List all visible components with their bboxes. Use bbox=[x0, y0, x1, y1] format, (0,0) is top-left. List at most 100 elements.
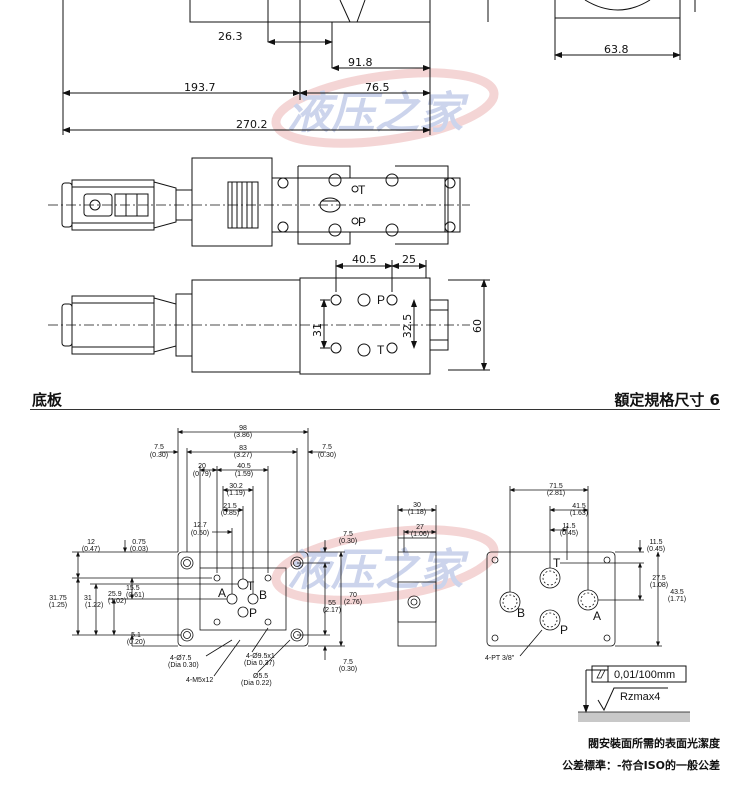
svg-text:B: B bbox=[517, 606, 525, 620]
svg-text:5.1: 5.1 bbox=[131, 632, 141, 639]
valve-side-view bbox=[48, 260, 490, 375]
svg-text:(1.18): (1.18) bbox=[408, 509, 426, 516]
svg-text:(2.81): (2.81) bbox=[547, 490, 565, 497]
subplate-rear-labels: 71.5 (2.81) 41.5 (1.63) 11.5 (0.45) 11.5… bbox=[485, 483, 686, 662]
svg-text:(0.61): (0.61) bbox=[126, 592, 144, 599]
svg-text:4-PT 3/8": 4-PT 3/8" bbox=[485, 655, 515, 662]
note-mounting-surface: 閥安裝面所需的表面光潔度 bbox=[588, 737, 720, 750]
svg-text:12: 12 bbox=[87, 539, 95, 546]
svg-text:(0.45): (0.45) bbox=[560, 530, 578, 537]
svg-text:11.5: 11.5 bbox=[649, 539, 662, 546]
dim-31: 31 bbox=[311, 323, 324, 337]
watermark-top: 液压之家 bbox=[271, 68, 499, 148]
svg-text:(1.19): (1.19) bbox=[227, 490, 245, 497]
svg-text:12.7: 12.7 bbox=[193, 522, 207, 529]
svg-text:(0.30): (0.30) bbox=[318, 452, 336, 459]
svg-text:11.5: 11.5 bbox=[562, 523, 575, 530]
label-port-t-plan: T bbox=[358, 183, 366, 197]
svg-text:25.9: 25.9 bbox=[108, 591, 122, 598]
svg-text:(1.06): (1.06) bbox=[411, 531, 429, 538]
svg-text:27.5: 27.5 bbox=[652, 575, 666, 582]
svg-text:30.2: 30.2 bbox=[229, 483, 243, 490]
dim-91-8: 91.8 bbox=[348, 56, 373, 69]
dim-40-5: 40.5 bbox=[352, 253, 377, 266]
svg-text:40.5: 40.5 bbox=[237, 463, 251, 470]
svg-text:4-Ø9.5x1: 4-Ø9.5x1 bbox=[246, 653, 275, 660]
svg-text:(1.08): (1.08) bbox=[650, 582, 668, 589]
svg-text:液压之家: 液压之家 bbox=[287, 545, 469, 596]
dim-26-3: 26.3 bbox=[218, 30, 243, 43]
subplate-front-labels: 98 (3.86) 83 (3.27) 7.5 (0.30) 7.5 (0.30… bbox=[49, 425, 362, 687]
svg-text:98: 98 bbox=[239, 425, 247, 432]
svg-text:70: 70 bbox=[349, 592, 357, 599]
section-divider bbox=[30, 409, 720, 410]
svg-text:(2.76): (2.76) bbox=[344, 599, 362, 606]
svg-text:(0.20): (0.20) bbox=[127, 639, 145, 646]
dim-76-5: 76.5 bbox=[365, 81, 390, 94]
label-port-t-side: T bbox=[377, 343, 385, 357]
svg-text:(0.79): (0.79) bbox=[193, 471, 211, 478]
valve-plan-view bbox=[48, 157, 470, 247]
label-port-p-side: P bbox=[377, 293, 385, 307]
svg-text:4-M5x12: 4-M5x12 bbox=[186, 677, 213, 684]
note-tolerance: 公差標準：-符合ISO的一般公差 bbox=[562, 759, 720, 772]
svg-text:30: 30 bbox=[413, 502, 421, 509]
svg-text:(0.30): (0.30) bbox=[339, 666, 357, 673]
svg-text:T: T bbox=[247, 579, 255, 593]
svg-text:7.5: 7.5 bbox=[322, 444, 332, 451]
svg-text:(0.50): (0.50) bbox=[191, 530, 209, 537]
dim-60: 60 bbox=[471, 319, 484, 333]
svg-text:31: 31 bbox=[84, 595, 92, 602]
svg-text:B: B bbox=[259, 588, 267, 602]
svg-text:71.5: 71.5 bbox=[549, 483, 563, 490]
svg-text:41.5: 41.5 bbox=[572, 503, 586, 510]
dim-270-2: 270.2 bbox=[236, 118, 268, 131]
svg-text:(1.02): (1.02) bbox=[108, 598, 126, 605]
dim-63-8: 63.8 bbox=[604, 43, 629, 56]
svg-text:(3.86): (3.86) bbox=[234, 432, 252, 439]
subplate-rear-view bbox=[486, 486, 662, 657]
svg-text:27: 27 bbox=[416, 524, 424, 531]
svg-text:0.75: 0.75 bbox=[132, 539, 146, 546]
svg-text:83: 83 bbox=[239, 445, 247, 452]
svg-text:(Dia 0.30): (Dia 0.30) bbox=[168, 662, 199, 669]
roughness-value: Rzmax4 bbox=[620, 691, 660, 703]
svg-text:(0.47): (0.47) bbox=[82, 546, 100, 553]
svg-text:(0.45): (0.45) bbox=[647, 546, 665, 553]
svg-text:15.5: 15.5 bbox=[126, 585, 140, 592]
svg-text:31.75: 31.75 bbox=[49, 595, 67, 602]
dim-32-5: 32.5 bbox=[401, 314, 414, 339]
flatness-value: 0,01/100mm bbox=[614, 669, 675, 681]
svg-text:(0.30): (0.30) bbox=[339, 538, 357, 545]
subplate-front-view bbox=[72, 428, 345, 677]
svg-text:Ø5.5: Ø5.5 bbox=[253, 673, 268, 680]
svg-text:(0.85): (0.85) bbox=[221, 510, 239, 517]
svg-text:7.5: 7.5 bbox=[343, 659, 353, 666]
svg-text:T: T bbox=[553, 556, 561, 570]
dim-193-7: 193.7 bbox=[184, 81, 216, 94]
svg-text:21.5: 21.5 bbox=[223, 503, 237, 510]
svg-text:P: P bbox=[560, 623, 568, 637]
dim-25: 25 bbox=[402, 253, 416, 266]
svg-text:43.5: 43.5 bbox=[670, 589, 684, 596]
subplate-side-view bbox=[397, 505, 437, 647]
svg-text:A: A bbox=[593, 609, 601, 623]
svg-text:(1.63): (1.63) bbox=[570, 510, 588, 517]
heading-subplate: 底板 bbox=[32, 391, 63, 409]
svg-text:(0.03): (0.03) bbox=[130, 546, 148, 553]
svg-text:4-Ø7.5: 4-Ø7.5 bbox=[170, 655, 192, 662]
top-elevation-view bbox=[62, 0, 696, 135]
svg-text:(2.17): (2.17) bbox=[323, 607, 341, 614]
svg-text:(1.59): (1.59) bbox=[235, 471, 253, 478]
svg-text:(Dia 0.37): (Dia 0.37) bbox=[244, 660, 275, 667]
svg-text:7.5: 7.5 bbox=[154, 444, 164, 451]
subplate-side-labels: 30 (1.18) 27 (1.06) bbox=[408, 502, 429, 538]
svg-text:7.5: 7.5 bbox=[343, 531, 353, 538]
surface-finish-symbol bbox=[578, 665, 690, 722]
svg-text:液压之家: 液压之家 bbox=[287, 88, 469, 139]
svg-text:P: P bbox=[249, 606, 257, 620]
heading-rated-size: 額定規格尺寸 6 bbox=[614, 391, 720, 409]
svg-text:(1.71): (1.71) bbox=[668, 596, 686, 603]
watermark-bottom: 液压之家 bbox=[271, 525, 499, 605]
